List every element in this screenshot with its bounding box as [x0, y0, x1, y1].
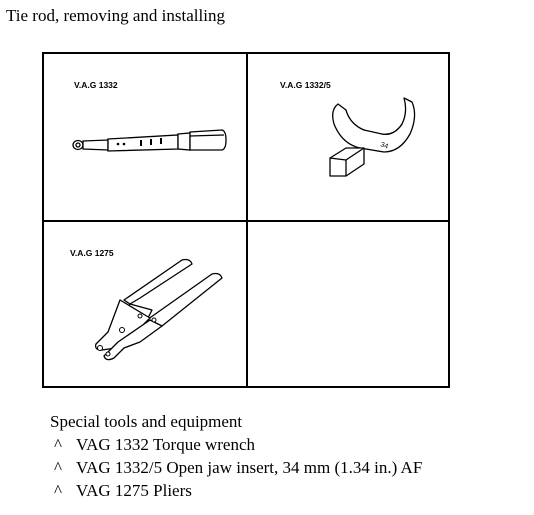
- tool-label-vag-1275: V.A.G 1275: [70, 248, 114, 258]
- torque-wrench-icon: [72, 129, 227, 152]
- tools-grid: V.A.G 1332 V.A.G 1332/5 34 V.A.G 1275: [42, 52, 450, 388]
- list-item-text: VAG 1332 Torque wrench: [76, 435, 256, 454]
- pliers-icon: [94, 258, 223, 361]
- special-tools-notes: Special tools and equipment ^ VAG 1332 To…: [50, 410, 422, 502]
- list-item: ^ VAG 1332/5 Open jaw insert, 34 mm (1.34…: [50, 456, 422, 479]
- bullet-caret: ^: [54, 435, 62, 454]
- jaw-size-stamp: 34: [379, 141, 389, 150]
- list-item: ^ VAG 1275 Pliers: [50, 479, 422, 502]
- list-item-text: VAG 1332/5 Open jaw insert, 34 mm (1.34 …: [76, 458, 423, 477]
- open-jaw-insert-icon: 34: [329, 97, 416, 177]
- notes-heading: Special tools and equipment: [50, 412, 243, 431]
- tool-label-vag-1332-5: V.A.G 1332/5: [280, 80, 331, 90]
- list-item-text: VAG 1275 Pliers: [76, 481, 192, 500]
- grid-divider-horizontal: [44, 220, 448, 222]
- list-item: ^ VAG 1332 Torque wrench: [50, 433, 422, 456]
- tool-label-vag-1332: V.A.G 1332: [74, 80, 118, 90]
- bullet-caret: ^: [54, 481, 62, 500]
- page-title: Tie rod, removing and installing: [6, 6, 225, 25]
- bullet-caret: ^: [54, 458, 62, 477]
